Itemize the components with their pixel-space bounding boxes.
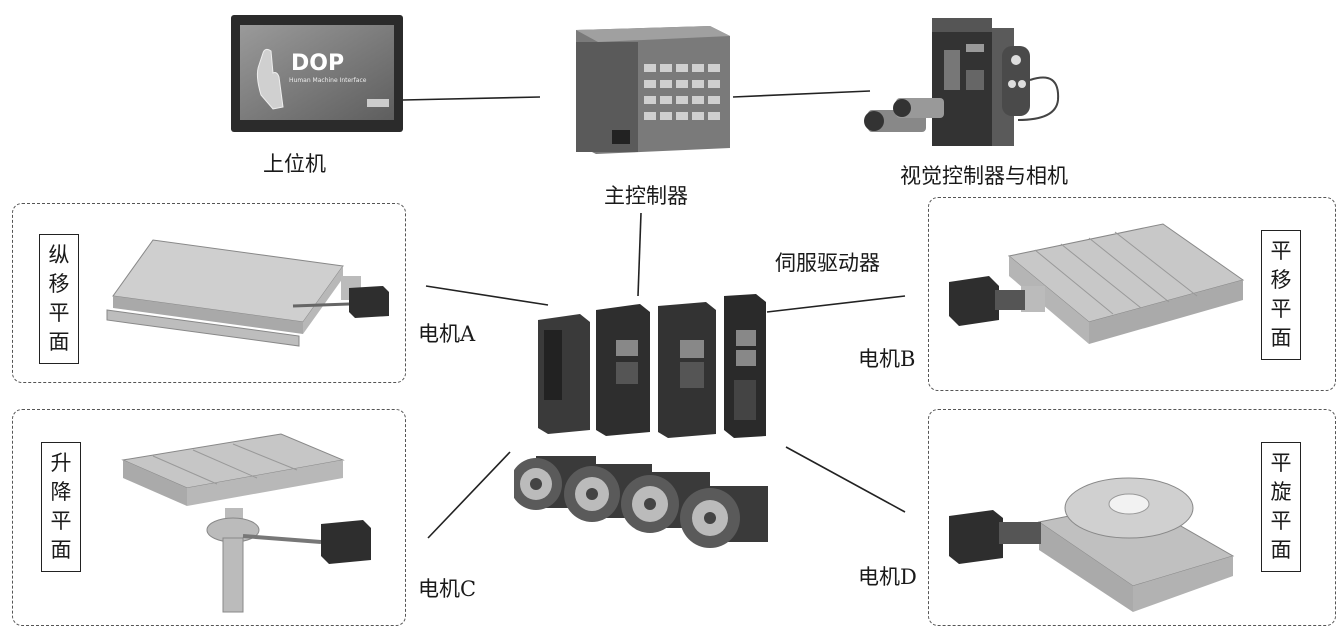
char: 平 <box>1270 239 1292 263</box>
vision-label: 视觉控制器与相机 <box>900 164 1068 188</box>
label-box-longitudinal: 纵 移 平 面 <box>39 234 79 364</box>
line-motor-c <box>427 451 511 539</box>
servo-drive-illustration <box>538 294 766 438</box>
hmi-device: DOP Human Machine Interface <box>231 15 403 132</box>
label-box-rotation: 平 旋 平 面 <box>1261 442 1301 572</box>
panel-longitudinal-stage: 纵 移 平 面 <box>12 203 406 383</box>
char: 平 <box>1270 297 1292 321</box>
panel-rotation-stage: 平 旋 平 面 <box>928 409 1336 626</box>
servo-drives <box>530 290 770 440</box>
char: 移 <box>48 272 70 296</box>
char: 降 <box>50 480 72 504</box>
plc-illustration <box>576 26 730 154</box>
plc-device <box>540 20 733 155</box>
vision-illustration <box>864 18 1060 146</box>
motor-a-label: 电机A <box>418 322 476 346</box>
char: 平 <box>1270 451 1292 475</box>
translation-stage-illustration <box>949 223 1245 344</box>
line-motor-b <box>766 295 906 313</box>
label-box-lift: 升 降 平 面 <box>41 442 81 572</box>
hmi-illustration <box>231 15 403 132</box>
hmi-title: DOP <box>291 51 345 76</box>
char: 面 <box>48 330 70 354</box>
char: 平 <box>50 509 72 533</box>
char: 面 <box>1270 326 1292 350</box>
motor-d-label: 电机D <box>858 565 917 589</box>
vision-device <box>862 10 1062 150</box>
hmi-subtitle: Human Machine Interface <box>289 77 367 84</box>
servo-motor-illustration <box>510 456 768 548</box>
line-controller-servo <box>637 212 642 297</box>
char: 平 <box>1270 509 1292 533</box>
motor-c-label: 电机C <box>418 577 477 601</box>
line-host-controller <box>402 96 541 101</box>
servo-motors <box>510 442 770 560</box>
host-label: 上位机 <box>263 152 326 176</box>
longitudinal-stage-illustration <box>106 239 389 347</box>
char: 旋 <box>1270 480 1292 504</box>
char: 面 <box>50 538 72 562</box>
line-motor-d <box>785 446 906 513</box>
panel-lift-stage: 升 降 平 面 <box>12 409 406 626</box>
char: 移 <box>1270 268 1292 292</box>
lift-stage-illustration <box>121 433 371 613</box>
char: 平 <box>48 301 70 325</box>
motor-b-label: 电机B <box>858 347 916 371</box>
line-motor-a <box>425 285 549 306</box>
line-controller-vision <box>732 90 871 98</box>
label-box-translation: 平 移 平 面 <box>1261 230 1301 360</box>
main-controller-label: 主控制器 <box>604 184 688 208</box>
char: 升 <box>50 451 72 475</box>
char: 面 <box>1270 538 1292 562</box>
rotation-stage-illustration <box>949 477 1235 612</box>
char: 纵 <box>48 243 70 267</box>
servo-label: 伺服驱动器 <box>775 251 880 275</box>
panel-translation-stage: 平 移 平 面 <box>928 197 1336 391</box>
